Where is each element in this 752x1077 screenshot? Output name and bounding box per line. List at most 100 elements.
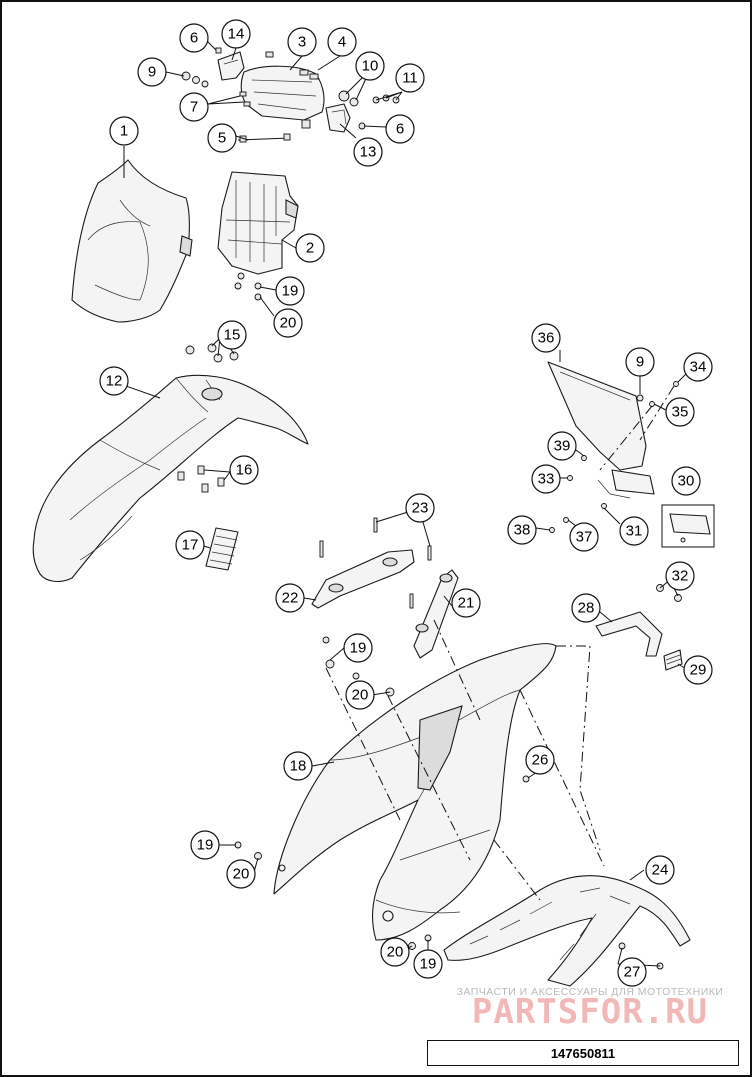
svg-text:19: 19 (350, 640, 367, 657)
callout-29: 29 (683, 655, 713, 685)
svg-text:10: 10 (362, 58, 379, 75)
part-3-instrument-cluster (240, 65, 325, 129)
svg-text:28: 28 (578, 600, 595, 617)
part-13-bracket (325, 103, 351, 133)
svg-text:7: 7 (190, 99, 198, 116)
svg-text:38: 38 (514, 522, 531, 539)
svg-text:16: 16 (236, 462, 253, 479)
svg-text:26: 26 (532, 752, 549, 769)
callout-20: 20 (226, 859, 256, 889)
callout-31: 31 (619, 516, 649, 546)
svg-text:4: 4 (338, 34, 346, 51)
diagram-code: 147650811 (550, 1045, 616, 1061)
svg-text:13: 13 (360, 144, 377, 161)
part-24-rear-bracket (443, 875, 691, 987)
callout-39: 39 (547, 431, 577, 461)
callout-6: 6 (385, 114, 415, 144)
callout-20: 20 (345, 680, 375, 710)
callout-23: 23 (405, 493, 435, 523)
svg-text:18: 18 (290, 758, 307, 775)
callout-15: 15 (217, 320, 247, 350)
part-12-front-fender (32, 374, 309, 583)
svg-text:17: 17 (182, 537, 199, 554)
part-30-reflector-box (661, 504, 715, 548)
part-21-side-handle (413, 569, 459, 659)
callout-6: 6 (179, 23, 209, 53)
svg-text:33: 33 (538, 471, 555, 488)
callout-16: 16 (229, 455, 259, 485)
svg-text:37: 37 (576, 529, 593, 546)
callout-32: 32 (665, 561, 695, 591)
part-31-reflector (597, 469, 655, 499)
callout-30: 30 (671, 466, 701, 496)
part-17-strip (205, 527, 239, 571)
diagram-code-box: 147650811 (427, 1040, 739, 1066)
callout-19: 19 (190, 830, 220, 860)
part-18-rear-fender (273, 643, 557, 941)
callout-10: 10 (355, 51, 385, 81)
callout-7: 7 (179, 92, 209, 122)
svg-text:9: 9 (148, 64, 156, 81)
callout-22: 22 (275, 583, 305, 613)
callout-19: 19 (343, 633, 373, 663)
svg-text:29: 29 (690, 662, 707, 679)
callout-9: 9 (137, 57, 167, 87)
svg-text:9: 9 (636, 354, 644, 371)
svg-text:20: 20 (233, 866, 250, 883)
callout-14: 14 (221, 19, 251, 49)
part-2-headlight-housing (217, 171, 299, 275)
callout-13: 13 (353, 137, 383, 167)
svg-text:31: 31 (626, 523, 643, 540)
svg-text:30: 30 (678, 473, 695, 490)
svg-text:27: 27 (624, 964, 641, 981)
svg-text:12: 12 (106, 373, 123, 390)
svg-text:24: 24 (652, 862, 669, 879)
callout-17: 17 (175, 530, 205, 560)
callout-37: 37 (569, 522, 599, 552)
svg-text:39: 39 (554, 438, 571, 455)
part-22-handle (311, 549, 415, 609)
svg-text:6: 6 (190, 30, 198, 47)
svg-text:3: 3 (298, 34, 306, 51)
callout-1: 1 (109, 116, 139, 146)
callout-36: 36 (531, 323, 561, 353)
callout-11: 11 (395, 63, 425, 93)
part-29-grille (663, 649, 683, 671)
callout-19: 19 (413, 949, 443, 979)
callout-20: 20 (380, 937, 410, 967)
callout-34: 34 (683, 352, 713, 382)
svg-text:32: 32 (672, 568, 689, 585)
callout-5: 5 (207, 123, 237, 153)
svg-text:20: 20 (352, 687, 369, 704)
svg-text:19: 19 (420, 956, 437, 973)
callout-24: 24 (645, 855, 675, 885)
part-14-bracket (217, 51, 245, 81)
callout-21: 21 (451, 588, 481, 618)
callout-33: 33 (531, 464, 561, 494)
svg-text:20: 20 (280, 315, 297, 332)
callout-18: 18 (283, 751, 313, 781)
svg-text:20: 20 (387, 944, 404, 961)
callout-9: 9 (625, 347, 655, 377)
svg-text:2: 2 (306, 240, 314, 257)
svg-text:36: 36 (538, 330, 555, 347)
callout-12: 12 (99, 366, 129, 396)
part-28-plate-bracket (595, 611, 663, 657)
callout-19: 19 (275, 276, 305, 306)
svg-text:22: 22 (282, 590, 299, 607)
callout-28: 28 (571, 593, 601, 623)
svg-text:19: 19 (197, 837, 214, 854)
callout-3: 3 (287, 27, 317, 57)
svg-text:21: 21 (458, 595, 475, 612)
svg-text:5: 5 (218, 130, 226, 147)
svg-text:15: 15 (224, 327, 241, 344)
svg-text:14: 14 (228, 26, 245, 43)
svg-text:1: 1 (120, 123, 128, 140)
svg-text:6: 6 (396, 121, 404, 138)
callout-35: 35 (665, 397, 695, 427)
leader-lines (123, 39, 689, 967)
assembly-lines (325, 385, 675, 901)
callout-20: 20 (273, 308, 303, 338)
